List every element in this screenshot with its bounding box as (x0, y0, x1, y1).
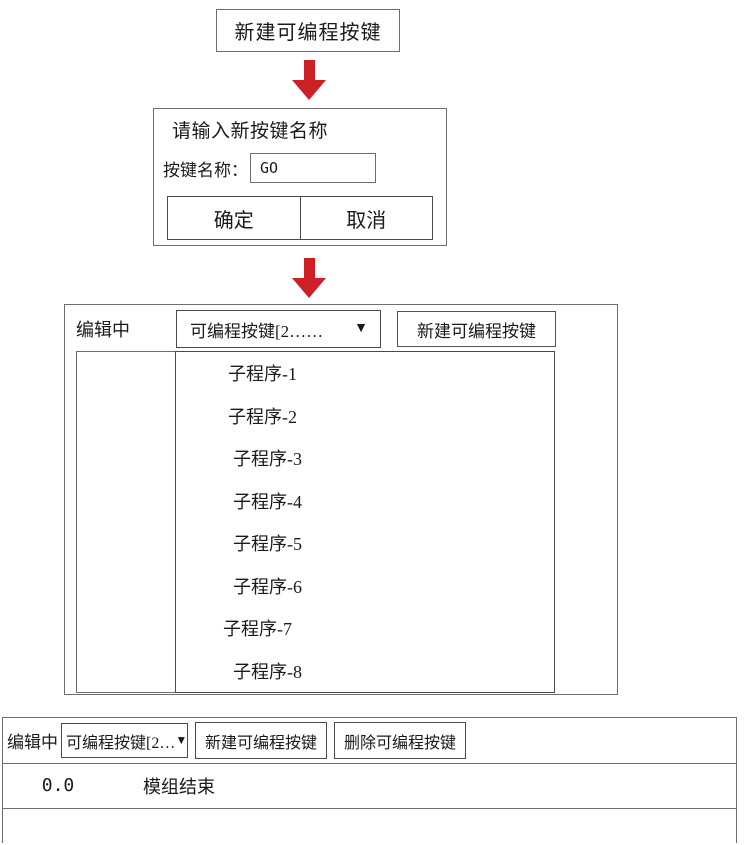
new-programmable-key-entry-label: 新建可编程按键 (234, 22, 382, 44)
arrow-shaft (303, 60, 315, 80)
list-item[interactable]: 子程序-4 (233, 491, 302, 512)
bottom-status-label: 编辑中 (7, 733, 58, 752)
programmable-key-select-value: 可编程按键[2…… (190, 321, 324, 341)
dialog-title: 请输入新按键名称 (172, 121, 329, 142)
chevron-down-icon: ▼ (175, 733, 188, 747)
list-item[interactable]: 子程序-6 (233, 576, 302, 597)
editor-toolbar: 编辑中 可编程按键[2…… ▼ 新建可编程按键 (65, 305, 617, 353)
bottom-toolbar: 编辑中 可编程按键[2… ▼ 新建可编程按键 删除可编程按键 (3, 718, 736, 764)
new-key-name-dialog: 请输入新按键名称 按键名称： GO 确定 取消 (153, 108, 447, 246)
arrow-head (292, 80, 326, 100)
key-name-field-label: 按键名称： (163, 160, 248, 180)
list-item[interactable]: 子程序-7 (223, 619, 292, 640)
bottom-programmable-key-select[interactable]: 可编程按键[2… ▼ (61, 723, 188, 758)
chevron-down-icon: ▼ (354, 321, 368, 336)
flow-down-arrow-icon-1 (292, 60, 326, 100)
flow-down-arrow-icon-2 (292, 258, 326, 298)
list-item[interactable]: 子程序-3 (233, 449, 302, 470)
dialog-ok-button[interactable]: 确定 (168, 197, 301, 239)
arrow-head (292, 278, 326, 298)
new-programmable-key-entry-button[interactable]: 新建可编程按键 (216, 9, 400, 52)
bottom-delete-programmable-key-button[interactable]: 删除可编程按键 (334, 722, 467, 759)
dialog-cancel-button[interactable]: 取消 (346, 209, 387, 232)
subprogram-dropdown-list[interactable]: 子程序-1 子程序-2 子程序-3 子程序-4 子程序-5 子程序-6 子程序-… (175, 351, 555, 693)
bottom-result-panel: 编辑中 可编程按键[2… ▼ 新建可编程按键 删除可编程按键 0.0 模组结束 (2, 717, 737, 843)
program-row[interactable]: 0.0 模组结束 (3, 763, 736, 809)
program-row-empty[interactable] (3, 808, 736, 843)
editor-status-label: 编辑中 (76, 320, 130, 340)
new-programmable-key-button[interactable]: 新建可编程按键 (397, 311, 556, 347)
list-item[interactable]: 子程序-1 (228, 364, 297, 385)
key-name-input[interactable]: GO (250, 153, 376, 183)
dialog-button-row: 确定 取消 (167, 196, 433, 240)
editor-left-column (76, 351, 176, 693)
program-row-name: 模组结束 (143, 776, 215, 797)
list-item[interactable]: 子程序-5 (233, 534, 302, 555)
arrow-shaft (303, 258, 315, 278)
dialog-field-row: 按键名称： GO (163, 153, 376, 183)
list-item[interactable]: 子程序-8 (233, 661, 302, 682)
editor-panel: 编辑中 可编程按键[2…… ▼ 新建可编程按键 子程序-1 子程序-2 子程序-… (64, 304, 618, 695)
programmable-key-select[interactable]: 可编程按键[2…… ▼ (176, 310, 381, 348)
program-row-index: 0.0 (41, 775, 75, 796)
bottom-new-programmable-key-button[interactable]: 新建可编程按键 (195, 722, 328, 759)
bottom-programmable-key-select-value: 可编程按键[2… (66, 734, 176, 752)
list-item[interactable]: 子程序-2 (228, 406, 297, 427)
